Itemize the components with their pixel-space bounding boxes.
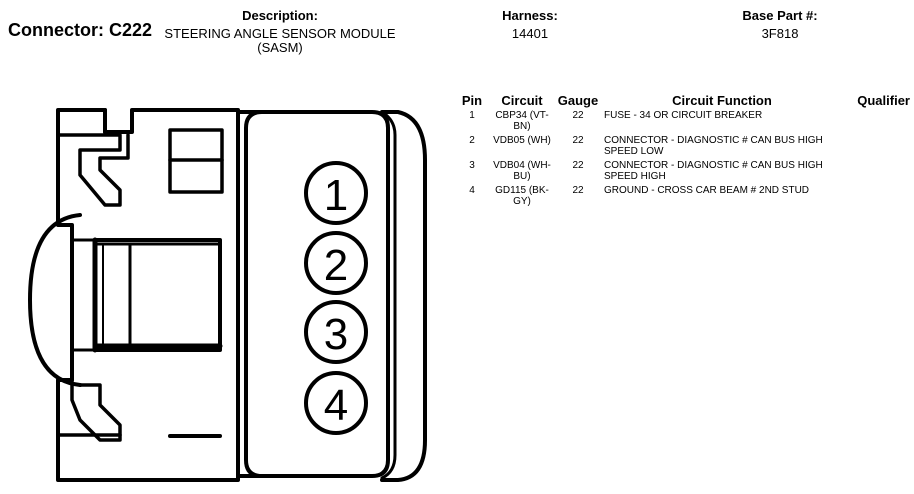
pin-1: 1 — [304, 161, 368, 225]
header-circuit: Circuit — [501, 93, 543, 108]
row-gauge: 22 — [572, 135, 584, 146]
header-gauge: Gauge — [557, 93, 599, 108]
header-qualifier: Qualifier — [857, 93, 910, 108]
upper-latch-arm — [56, 133, 130, 207]
row-qualifier — [840, 158, 910, 183]
row-qualifier — [840, 183, 910, 208]
pin-table-header: Pin Circuit Gauge Circuit Function Quali… — [455, 88, 910, 108]
row-gauge: 22 — [572, 160, 584, 171]
lower-latch-arm — [56, 378, 122, 442]
latch-bulge — [28, 213, 82, 387]
connector-title: Connector: C222 — [8, 20, 153, 40]
description-block: Description: STEERING ANGLE SENSOR MODUL… — [160, 8, 400, 55]
row-pin: 3 — [469, 160, 475, 171]
base-part-value: 3F818 — [761, 26, 799, 41]
base-part-block: Base Part #: 3F818 — [720, 8, 840, 41]
description-label: Description: — [242, 8, 318, 23]
row-function: CONNECTOR - DIAGNOSTIC # CAN BUS HIGH SP… — [604, 135, 823, 157]
row-circuit: VDB04 (WH-BU) — [493, 160, 551, 182]
row-qualifier — [840, 133, 910, 158]
row-circuit: VDB05 (WH) — [493, 135, 551, 146]
row-circuit: GD115 (BK-GY) — [495, 185, 549, 207]
harness-value: 14401 — [511, 26, 549, 41]
row-pin: 1 — [469, 110, 475, 121]
table-row: 4 GD115 (BK-GY) 22 GROUND - CROSS CAR BE… — [455, 183, 910, 208]
row-pin: 4 — [469, 185, 475, 196]
harness-label: Harness: — [502, 8, 558, 23]
table-row: 1 CBP34 (VT-BN) 22 FUSE - 34 OR CIRCUIT … — [455, 108, 910, 133]
pin-cavity-body — [244, 110, 390, 478]
pin-3: 3 — [304, 300, 368, 364]
header-circuit-function: Circuit Function — [672, 93, 772, 108]
harness-block: Harness: 14401 — [480, 8, 580, 41]
table-row: 2 VDB05 (WH) 22 CONNECTOR - DIAGNOSTIC #… — [455, 133, 910, 158]
latch-window — [93, 238, 222, 352]
right-end-cap — [380, 110, 427, 482]
pin-1-label: 1 — [324, 171, 348, 220]
pin-2-label: 2 — [324, 241, 348, 290]
table-row: 3 VDB04 (WH-BU) 22 CONNECTOR - DIAGNOSTI… — [455, 158, 910, 183]
row-function: FUSE - 34 OR CIRCUIT BREAKER — [604, 110, 763, 121]
row-function: GROUND - CROSS CAR BEAM # 2ND STUD — [604, 185, 810, 196]
row-function: CONNECTOR - DIAGNOSTIC # CAN BUS HIGH SP… — [604, 160, 823, 182]
row-pin: 2 — [469, 135, 475, 146]
pin-3-label: 3 — [324, 310, 348, 359]
row-gauge: 22 — [572, 110, 584, 121]
pin-4-label: 4 — [324, 381, 348, 430]
pin-4: 4 — [304, 371, 368, 435]
header-pin: Pin — [461, 93, 483, 108]
row-gauge: 22 — [572, 185, 584, 196]
pin-table: Pin Circuit Gauge Circuit Function Quali… — [455, 88, 910, 208]
base-part-label: Base Part #: — [742, 8, 818, 23]
pin-2: 2 — [304, 231, 368, 295]
row-qualifier — [840, 108, 910, 133]
description-value: STEERING ANGLE SENSOR MODULE (SASM) — [164, 26, 396, 55]
row-circuit: CBP34 (VT-BN) — [495, 110, 549, 132]
